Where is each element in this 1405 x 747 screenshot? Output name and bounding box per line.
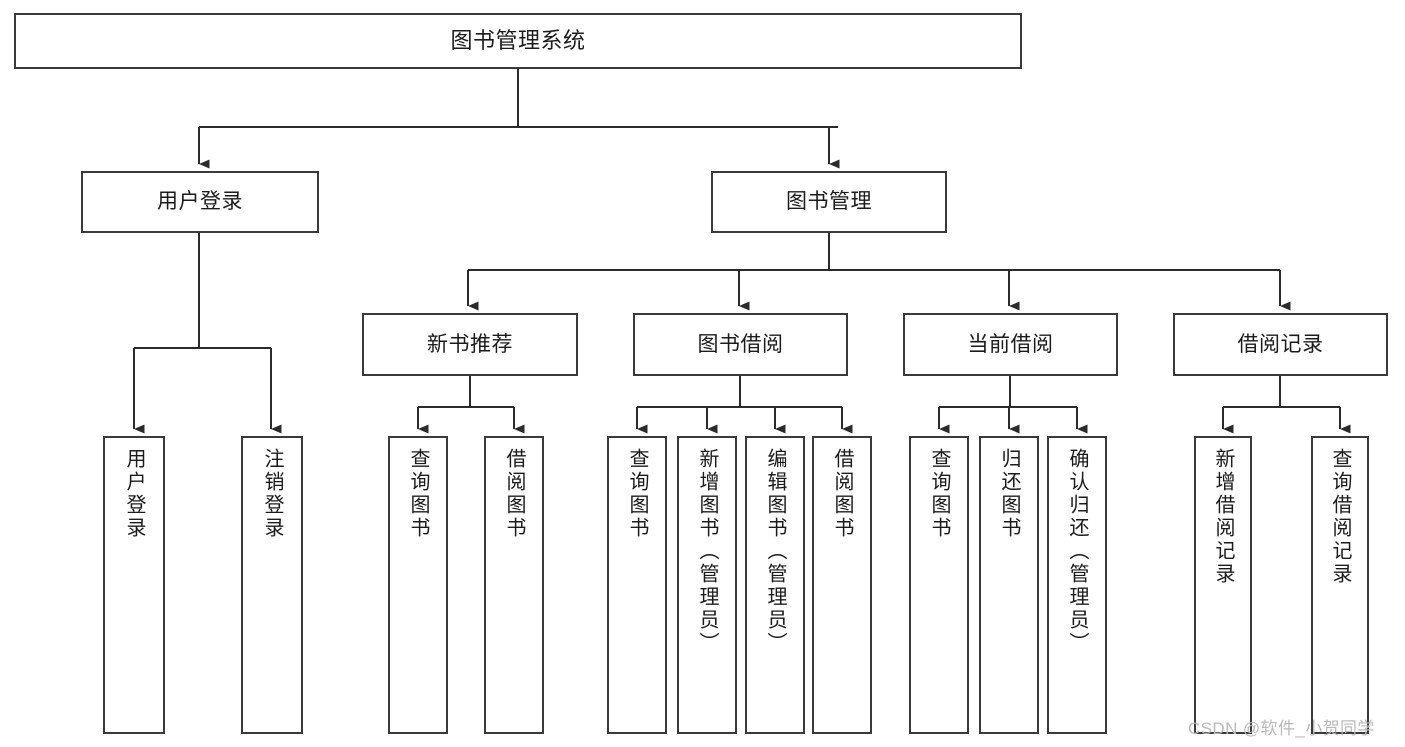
leaf-logout[interactable]: 注销登录 bbox=[241, 436, 303, 734]
node-label: 图书管理 bbox=[786, 190, 872, 214]
leaf-add-book-admin[interactable]: 新增图书（管理员） bbox=[677, 436, 737, 734]
leaf-borrow-book-newbook[interactable]: 借阅图书 bbox=[484, 436, 544, 734]
leaf-user-login[interactable]: 用户登录 bbox=[103, 436, 165, 734]
node-label: 用户登录 bbox=[157, 190, 243, 214]
node-label: 图书管理系统 bbox=[450, 27, 586, 53]
node-label: 当前借阅 bbox=[967, 332, 1054, 356]
leaf-query-book-current[interactable]: 查询图书 bbox=[909, 436, 969, 734]
node-user-login[interactable]: 用户登录 bbox=[81, 171, 319, 233]
node-label: 借阅记录 bbox=[1237, 332, 1324, 356]
node-label: 注销登录 bbox=[261, 448, 283, 540]
leaf-query-book-borrow[interactable]: 查询图书 bbox=[607, 436, 667, 734]
leaf-return-book[interactable]: 归还图书 bbox=[979, 436, 1039, 734]
node-label: 归还图书 bbox=[998, 448, 1020, 540]
node-label: 查询借阅记录 bbox=[1329, 448, 1351, 586]
node-new-book-recommend[interactable]: 新书推荐 bbox=[362, 313, 578, 376]
node-book-management[interactable]: 图书管理 bbox=[711, 171, 947, 233]
node-label: 查询图书 bbox=[407, 448, 429, 540]
node-label: 新增图书（管理员） bbox=[696, 448, 718, 655]
leaf-add-borrow-record[interactable]: 新增借阅记录 bbox=[1194, 436, 1252, 734]
node-borrow-record[interactable]: 借阅记录 bbox=[1173, 313, 1388, 376]
node-label: 新书推荐 bbox=[427, 332, 513, 356]
node-label: 查询图书 bbox=[626, 448, 648, 540]
leaf-borrow-book[interactable]: 借阅图书 bbox=[812, 436, 872, 734]
leaf-confirm-return-admin[interactable]: 确认归还（管理员） bbox=[1047, 436, 1107, 734]
node-label: 确认归还（管理员） bbox=[1066, 448, 1088, 655]
leaf-edit-book-admin[interactable]: 编辑图书（管理员） bbox=[745, 436, 805, 734]
node-label: 新增借阅记录 bbox=[1212, 448, 1234, 586]
leaf-query-borrow-record[interactable]: 查询借阅记录 bbox=[1311, 436, 1369, 734]
node-label: 图书借阅 bbox=[697, 332, 784, 356]
node-label: 用户登录 bbox=[123, 448, 145, 540]
node-label: 借阅图书 bbox=[503, 448, 525, 540]
leaf-query-book-newbook[interactable]: 查询图书 bbox=[388, 436, 448, 734]
node-current-borrow[interactable]: 当前借阅 bbox=[903, 313, 1118, 376]
node-root-system[interactable]: 图书管理系统 bbox=[14, 13, 1022, 69]
node-label: 查询图书 bbox=[928, 448, 950, 540]
node-book-borrow[interactable]: 图书借阅 bbox=[633, 313, 848, 376]
watermark-text: CSDN @软件_小贺同学 bbox=[1188, 719, 1375, 738]
node-label: 编辑图书（管理员） bbox=[764, 448, 786, 655]
node-label: 借阅图书 bbox=[831, 448, 853, 540]
